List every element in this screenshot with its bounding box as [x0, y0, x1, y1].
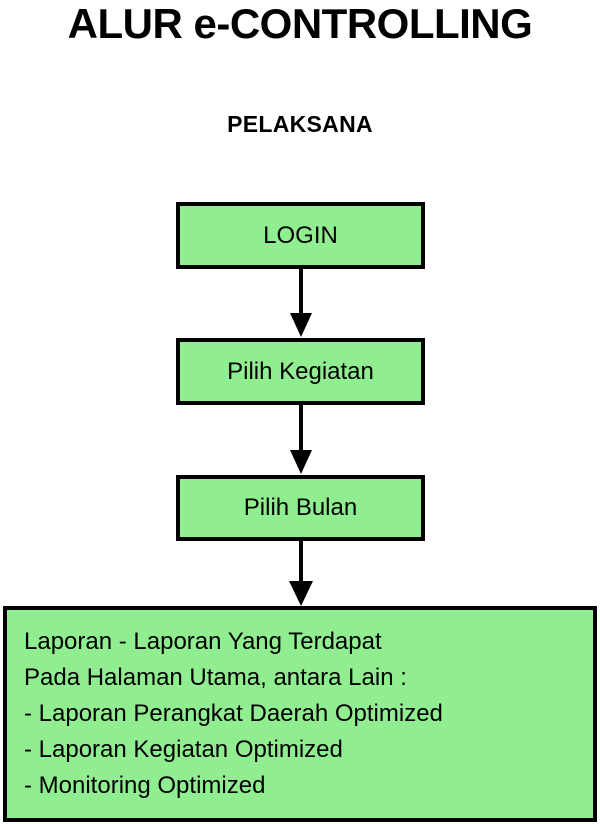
connector-login-to-kegiatan [286, 269, 316, 338]
lane-title-pelaksana: PELAKSANA [227, 111, 373, 137]
report-line-2: Pada Halaman Utama, antara Lain : [24, 664, 407, 691]
report-line-3: - Laporan Perangkat Daerah Optimized [24, 700, 443, 727]
report-line-5: - Monitoring Optimized [24, 772, 266, 799]
page-title: ALUR e-CONTROLLING [67, 0, 533, 47]
report-line-1: Laporan - Laporan Yang Terdapat [24, 628, 382, 655]
flow-node-login[interactable]: LOGIN [176, 202, 425, 269]
flow-node-pilih-kegiatan[interactable]: Pilih Kegiatan [176, 338, 425, 405]
report-line-4: - Laporan Kegiatan Optimized [24, 736, 343, 763]
connector-kegiatan-to-bulan [286, 405, 316, 475]
flow-node-pilih-bulan[interactable]: Pilih Bulan [176, 475, 425, 541]
flow-node-laporan-summary[interactable]: Laporan - Laporan Yang Terdapat Pada Hal… [3, 606, 597, 822]
flow-node-login-label: LOGIN [263, 221, 338, 249]
flow-node-pilih-kegiatan-label: Pilih Kegiatan [227, 357, 374, 385]
connector-bulan-to-laporan [286, 541, 316, 607]
flow-node-pilih-bulan-label: Pilih Bulan [243, 494, 358, 521]
